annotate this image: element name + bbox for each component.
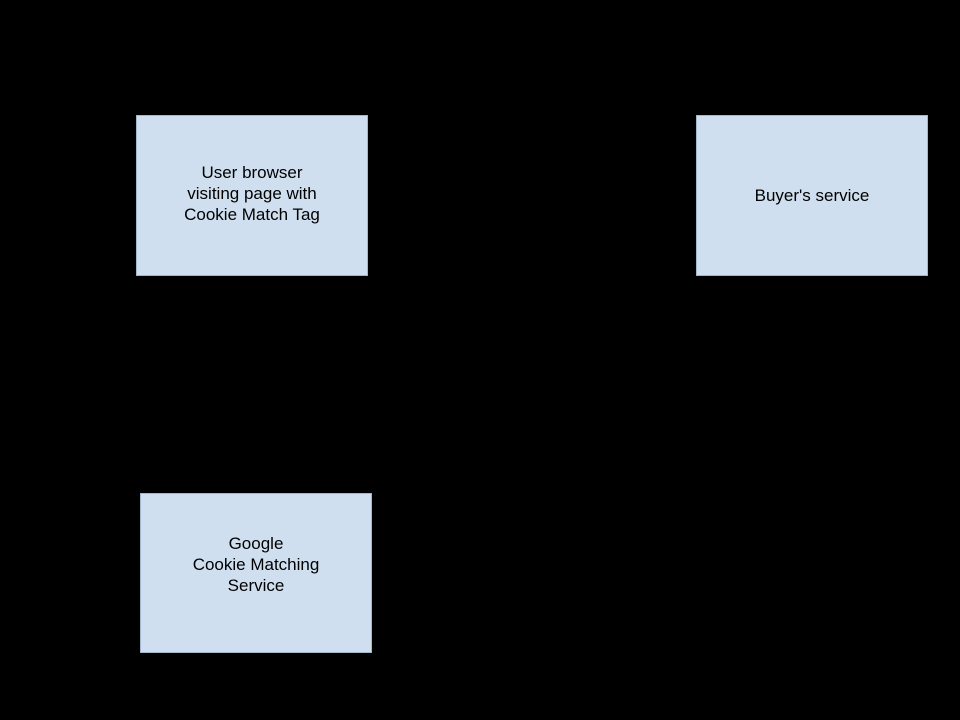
node-google-cookie-matching-service-label: Google Cookie Matching Service bbox=[192, 534, 320, 595]
node-buyers-service[interactable]: Buyer's service bbox=[696, 115, 928, 276]
node-google-cookie-matching-service[interactable]: Google Cookie Matching Service bbox=[140, 493, 372, 653]
node-buyers-service-label: Buyer's service bbox=[754, 186, 870, 205]
node-user-browser-label: User browser visiting page with Cookie M… bbox=[184, 163, 320, 224]
node-user-browser[interactable]: User browser visiting page with Cookie M… bbox=[136, 115, 368, 276]
